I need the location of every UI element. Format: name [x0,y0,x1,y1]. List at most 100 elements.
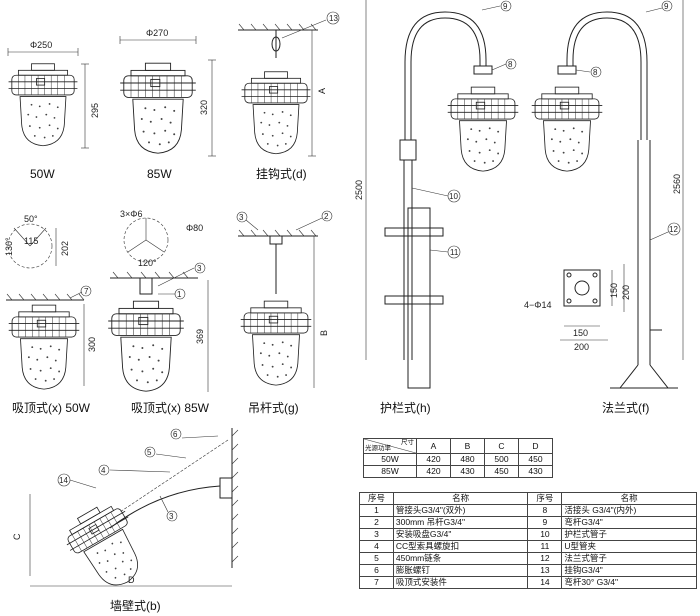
parts-no: 12 [527,552,563,565]
callout-6: 6 [173,430,178,439]
spec-col-b: B [450,438,485,454]
parts-name: 法兰式管子 [561,552,697,565]
parts-row: 1 管接头G3/4"(双外) 8 活接头 G3/4"(内外) [359,504,697,517]
callout-11: 11 [450,248,459,257]
parts-no: 2 [359,516,394,529]
fixture-guardrail: 2500 9 8 10 11 护栏式(h) [354,0,519,415]
dim-b-left: B [319,330,329,336]
parts-no: 5 [359,552,394,565]
fixture-50w: Φ250 295 50W [7,40,100,181]
parts-row: 5 450mm链条 12 法兰式管子 [359,552,697,565]
callout-7: 7 [84,287,89,296]
spec-corner: 尺寸 光源功率 [363,438,417,454]
spec-cell: 420 [416,465,451,478]
dim-f150a: 150 [573,328,588,338]
label-flange: 法兰式(f) [602,401,649,415]
callout-9b: 9 [664,2,669,11]
spec-row-85w: 85W 420 430 450 430 [363,465,553,478]
label-hook: 挂钩式(d) [256,167,307,181]
spec-header-row: 尺寸 光源功率 A B C D [363,438,553,454]
dim-d250: Φ250 [30,40,52,50]
spec-cell: 420 [416,453,451,466]
fixture-hook: A 13 挂钩式(d) [238,11,340,181]
parts-no: 11 [527,540,563,553]
parts-name: 膨胀螺钉 [392,564,529,577]
dim-h295: 295 [90,103,100,118]
dim-ang50: 50° [24,214,38,224]
callout-5: 5 [147,448,152,457]
dim-ang120: 120° [138,258,157,268]
parts-name: CC型索具螺旋扣 [392,540,529,553]
label-wall: 墙壁式(b) [110,598,161,613]
parts-name: 安装吸盘G3/4" [392,528,529,541]
parts-no: 8 [527,504,563,517]
dim-h369: 369 [195,329,205,344]
spec-table: 尺寸 光源功率 A B C D 50W 420 480 500 450 85W … [363,438,553,478]
parts-name: 450mm链条 [392,552,529,565]
spec-cell: 450 [518,453,553,466]
parts-row: 7 吸顶式安装件 14 弯杆30° G3/4" [359,576,697,589]
callout-1: 1 [177,290,182,299]
parts-header: 名称 [392,492,529,505]
label-50w: 50W [30,167,55,181]
spec-cell: 500 [484,453,519,466]
spec-col-d: D [518,438,553,454]
callout-3a: 3 [197,264,202,273]
dim-h320: 320 [199,100,209,115]
spec-cell: 480 [450,453,485,466]
dim-w115: 115 [24,236,38,246]
callout-14: 14 [59,476,68,485]
dim-ang130: 130° [4,237,14,256]
parts-no: 6 [359,564,394,577]
callout-12: 12 [669,225,678,234]
parts-no: 7 [359,576,394,589]
dim-a-top: A [317,88,327,94]
spec-cell: 430 [450,465,485,478]
callout-13: 13 [329,14,338,23]
fixture-ceiling-85w: 3×Φ6 Φ80 120° 369 3 1 吸顶式(x) 85W [107,209,210,415]
parts-name: U型管夹 [561,540,697,553]
parts-row: 2 300mm 吊杆G3/4" 9 弯杆G3/4" [359,516,697,529]
dim-f200b: 200 [621,285,631,300]
parts-name: 护栏式管子 [561,528,697,541]
label-ceil85: 吸顶式(x) 85W [131,401,210,415]
parts-name: 吸顶式安装件 [392,576,529,589]
parts-no: 1 [359,504,394,517]
dim-d80: Φ80 [186,223,203,233]
parts-no: 14 [527,576,563,589]
callout-9a: 9 [503,2,508,11]
spec-corner-bottom: 光源功率 [365,445,391,452]
callout-4: 4 [101,466,106,475]
dim-h300: 300 [87,337,97,352]
dim-h2500: 2500 [354,180,364,200]
parts-no: 13 [527,564,563,577]
parts-no: 9 [527,516,563,529]
label-rail: 护栏式(h) [380,400,431,415]
dim-holes: 3×Φ6 [120,209,142,219]
parts-no: 3 [359,528,394,541]
parts-table: 序号 名称 序号 名称 1 管接头G3/4"(双外) 8 活接头 G3/4"(内… [359,492,697,589]
spec-col-c: C [484,438,519,454]
parts-no: 4 [359,540,394,553]
callout-10: 10 [449,192,458,201]
dim-c: C [12,533,22,540]
fixture-85w: Φ270 320 85W [119,28,216,181]
dim-d270: Φ270 [146,28,168,38]
parts-no: 10 [527,528,563,541]
label-85w: 85W [147,167,172,181]
callout-3b: 3 [239,213,244,222]
dim-d: D [128,575,135,585]
fixture-wall: C D 6 5 4 14 3 墙壁式(b) [12,428,239,613]
dim-holes4: 4−Φ14 [524,300,551,310]
callout-8a: 8 [508,60,513,69]
parts-name: 活接头 G3/4"(内外) [561,504,697,517]
fixture-pole: B 3 2 吊杆式(g) [236,210,333,415]
parts-header: 序号 [527,492,563,505]
fixture-ceiling-50w: 50° 115 130° 202 300 7 吸顶式(x) 50W [4,214,97,415]
spec-cell: 430 [518,465,553,478]
spec-power: 50W [363,453,417,466]
label-pole: 吊杆式(g) [248,401,299,415]
dim-h202: 202 [60,241,70,256]
parts-row: 4 CC型索具螺旋扣 11 U型管夹 [359,540,697,553]
